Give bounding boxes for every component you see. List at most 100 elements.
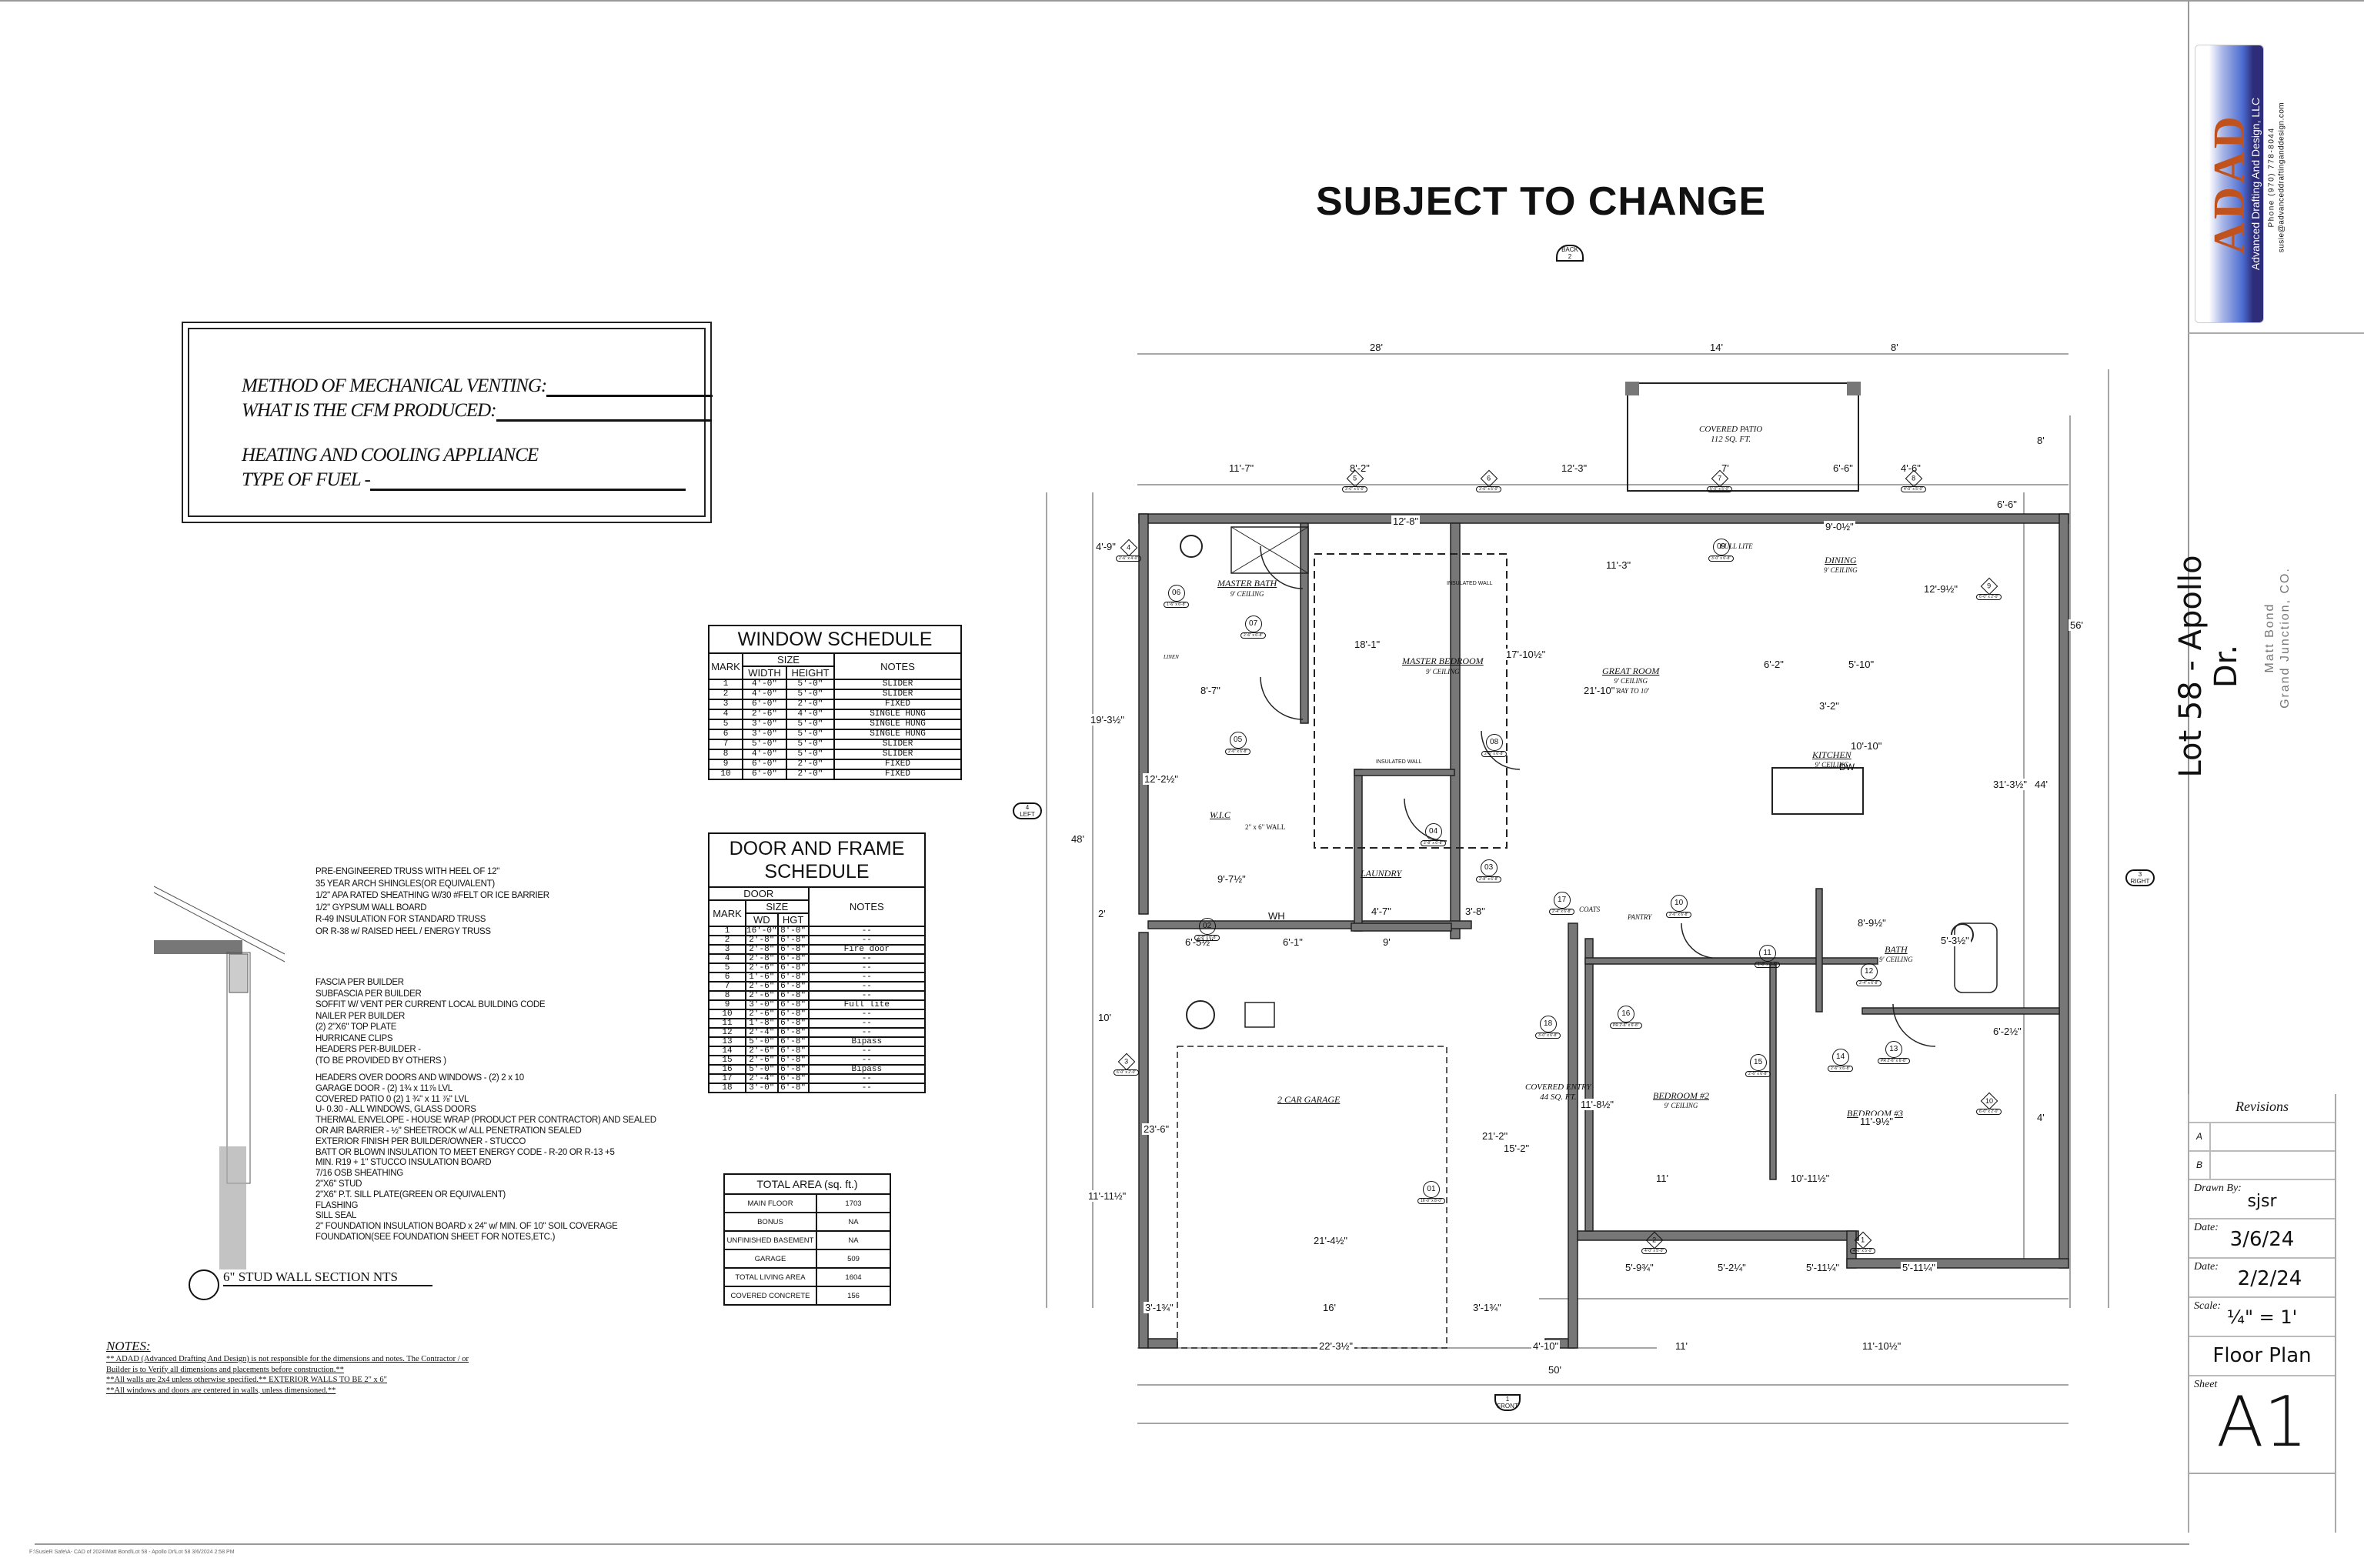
- dim-3-8: 3'-8": [1464, 906, 1487, 917]
- cfm-blank[interactable]: [496, 402, 712, 422]
- door-cell-notes: --: [807, 981, 927, 992]
- window-tag-size: 2'-6" x 4'-0": [1116, 555, 1142, 562]
- dim-bottom3: 5'-11¼": [1901, 1262, 1937, 1273]
- dim-wic-h: 12'-2½": [1143, 773, 1180, 785]
- col-width: WIDTH: [742, 666, 787, 680]
- door-cell-wd: 2'-8": [745, 953, 779, 964]
- window-cell-width: 6'-0": [742, 699, 787, 710]
- door-cell-mark: 17: [708, 1073, 746, 1084]
- dim-master-bed-h: 18'-1": [1353, 639, 1382, 650]
- project-name: Lot 58 - Apollo Dr.: [2173, 555, 2244, 778]
- door-cell-mark: 1: [708, 926, 746, 936]
- area-label: MAIN FLOOR: [723, 1193, 817, 1213]
- dim-right: 31'-3½": [1992, 779, 2028, 790]
- door-tag-mark: 17: [1553, 892, 1571, 909]
- window-cell-width: 3'-0": [742, 729, 787, 740]
- window-cell-mark: 4: [708, 709, 743, 720]
- wall-section-note: FOUNDATION(SEE FOUNDATION SHEET FOR NOTE…: [316, 1232, 556, 1242]
- revision-a: A: [2189, 1123, 2211, 1150]
- door-tag-mark: 14: [1831, 1049, 1849, 1066]
- subject-to-change-banner: SUBJECT TO CHANGE: [1316, 179, 1767, 224]
- wall-section-note: 2"X6" P.T. SILL PLATE(GREEN OR EQUIVALEN…: [316, 1189, 506, 1199]
- door-cell-wd: 2'-8": [745, 944, 779, 955]
- total-area-title: TOTAL AREA (sq. ft.): [723, 1173, 891, 1195]
- window-cell-width: 5'-0": [742, 739, 787, 750]
- window-cell-height: 2'-0": [786, 769, 835, 780]
- date1-value: 3/6/24: [2229, 1228, 2295, 1251]
- window-cell-height: 5'-0": [786, 739, 835, 750]
- wall-section-note: THERMAL ENVELOPE - HOUSE WRAP (PRODUCT P…: [316, 1116, 656, 1126]
- dim-top-28: 28': [1368, 342, 1384, 353]
- door-tag-size: 1'-8" x 6'-8": [1755, 962, 1781, 968]
- door-tag-mark: 04: [1424, 823, 1442, 840]
- dim-top2: 4'-6": [1899, 462, 1922, 474]
- dim-bottom: 3'-1¾": [1471, 1302, 1503, 1313]
- dim-right2: 4': [2035, 1112, 2046, 1123]
- dim-bed3-w: 10'-11½": [1789, 1173, 1831, 1184]
- area-label: COVERED CONCRETE: [723, 1286, 817, 1306]
- door-cell-wd: 2'-6": [745, 1055, 779, 1066]
- door-tag-size: 2'-6" x 6'-8": [1481, 751, 1508, 757]
- door-cell-wd: 3'-0": [745, 1083, 779, 1093]
- wall-section-note: FASCIA PER BUILDER: [316, 978, 404, 987]
- door-tag-size: PR 2'-6" x 6'-8": [1610, 1023, 1642, 1029]
- door-tag-mark: 07: [1244, 616, 1262, 632]
- col-mark: MARK: [708, 652, 743, 680]
- dim-top2: 6'-6": [1831, 462, 1855, 474]
- area-label: BONUS: [723, 1212, 817, 1232]
- dim-top2: 8'-2": [1348, 462, 1371, 474]
- dim-overall-width: 50': [1547, 1364, 1563, 1376]
- area-value: 509: [816, 1249, 891, 1269]
- dim-17-10: 17'-10½": [1504, 649, 1548, 660]
- mech-venting-blank[interactable]: [546, 378, 713, 397]
- dim-top-8: 8': [1889, 342, 1900, 353]
- door-cell-mark: 9: [708, 999, 746, 1010]
- door-tag-mark: 16: [1617, 1006, 1634, 1023]
- dim-garage-9: 9': [1381, 936, 1392, 948]
- revisions-title: Revisions: [2235, 1099, 2289, 1114]
- window-cell-mark: 6: [708, 729, 743, 740]
- sheet-border-bottom: [35, 1543, 2189, 1545]
- water-heater-label: WH: [1268, 910, 1285, 922]
- area-value: 1604: [816, 1267, 891, 1287]
- col-size: SIZE: [745, 899, 810, 914]
- door-cell-notes: Bipass: [807, 1036, 927, 1047]
- door-cell-hgt: 6'-8": [776, 1046, 810, 1056]
- window-cell-width: 3'-0": [742, 719, 787, 730]
- door-cell-hgt: 6'-8": [776, 1009, 810, 1019]
- door-cell-hgt: 6'-8": [776, 1083, 810, 1093]
- title-block-table: Revisions A B Drawn By:sjsr Date:3/6/24 …: [2188, 1094, 2336, 1533]
- dim-bottom3: 5'-11¼": [1805, 1262, 1841, 1273]
- client-name: Matt Bond: [2263, 602, 2276, 673]
- wall-section-note: HURRICANE CLIPS: [316, 1033, 393, 1043]
- wall-section-notes-top: PRE-ENGINEERED TRUSS WITH HEEL OF 12"35 …: [316, 866, 549, 938]
- door-cell-hgt: 6'-8": [776, 981, 810, 992]
- room-coats: COATS: [1579, 906, 1601, 913]
- window-cell-notes: SLIDER: [833, 749, 962, 760]
- window-tag-diamond: 3: [1117, 1053, 1135, 1071]
- dim-bottom: 3'-1¾": [1144, 1302, 1175, 1313]
- door-cell-wd: 2'-6": [745, 990, 779, 1001]
- fuel-type-blank[interactable]: [369, 472, 686, 491]
